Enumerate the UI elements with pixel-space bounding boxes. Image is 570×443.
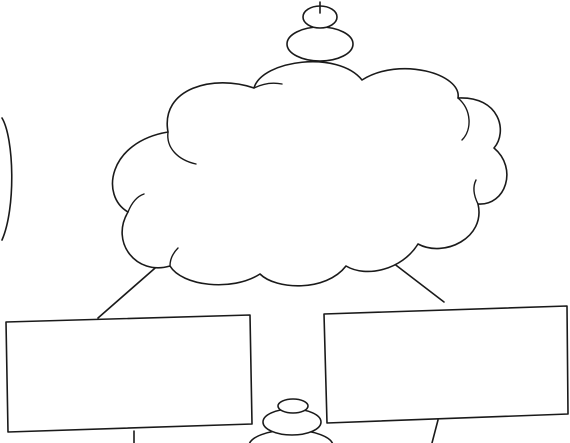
cloud-shape	[113, 62, 507, 286]
right-box	[324, 306, 568, 423]
left-box-outline	[6, 315, 252, 432]
stone-stack-bottom	[249, 399, 333, 443]
left-box	[6, 315, 252, 432]
stone-top-large	[287, 27, 353, 61]
stone-stack-top	[287, 2, 353, 61]
connector-line-bottom-right	[432, 420, 438, 443]
right-box-outline	[324, 306, 568, 423]
partial-circle-left	[2, 118, 12, 240]
connector-line-left	[98, 262, 162, 318]
stone-bottom-small	[278, 399, 308, 413]
cloud-outline	[113, 62, 507, 286]
